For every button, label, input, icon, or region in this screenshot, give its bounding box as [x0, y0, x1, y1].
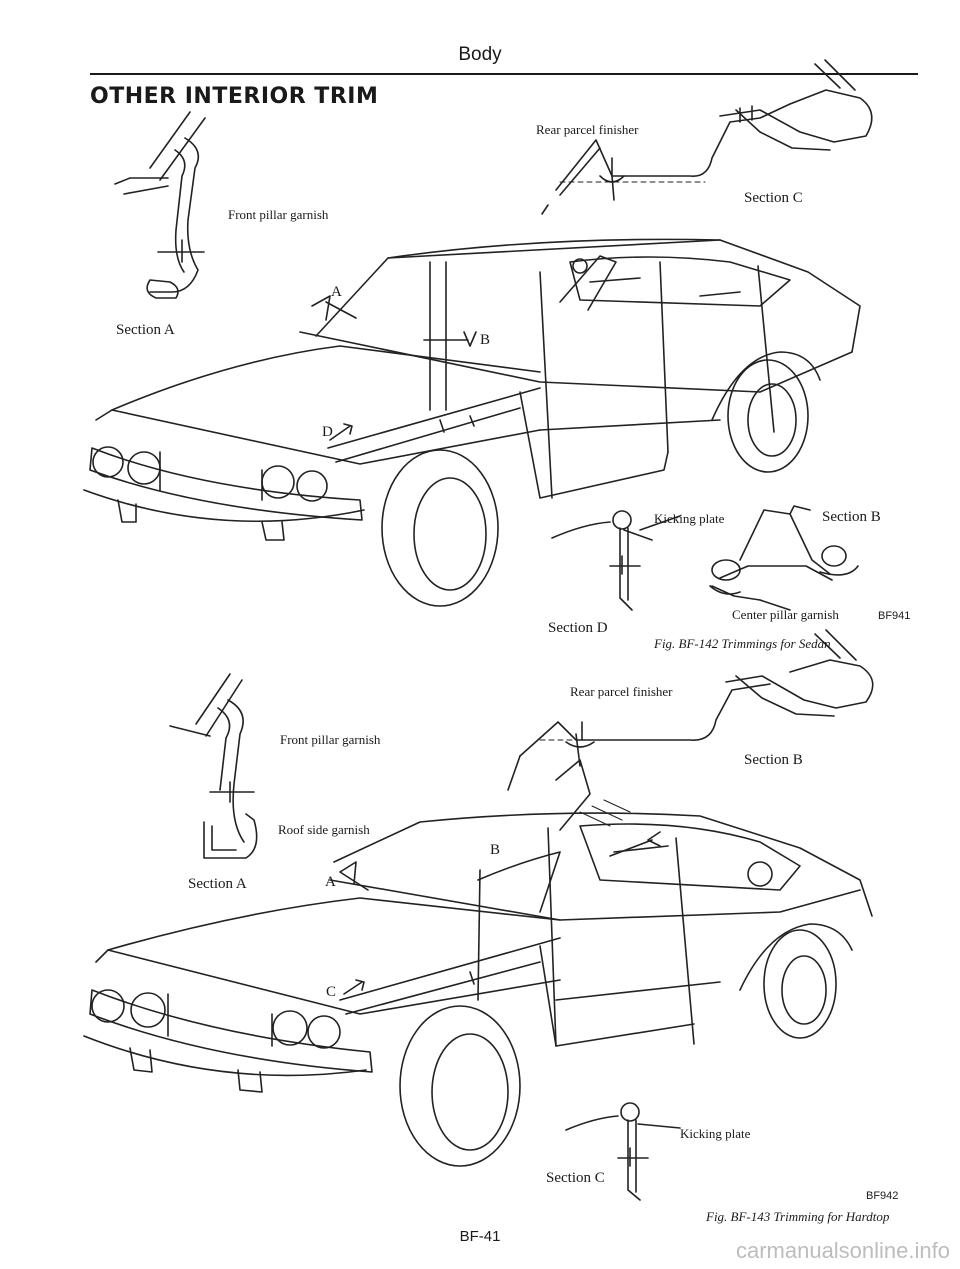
fig142-sedan-car [83, 238, 861, 607]
fig143-label-rear-parcel-finisher: Rear parcel finisher [570, 684, 673, 699]
fig143-label-front-pillar-garnish: Front pillar garnish [280, 732, 381, 747]
fig142-label-section-b: Section B [822, 509, 881, 525]
fig143-caption: Fig. BF-143 Trimming for Hardtop [706, 1209, 890, 1224]
fig143-label-section-a: Section A [188, 876, 247, 892]
fig142-label-section-a: Section A [116, 322, 175, 338]
fig143-label-roof-side-garnish: Roof side garnish [278, 822, 370, 837]
fig143-section-c-detail [565, 1102, 681, 1201]
fig142-label-section-c: Section C [744, 190, 803, 206]
fig142-marker-d: D [322, 424, 333, 440]
fig142-label-rear-parcel-finisher: Rear parcel finisher [536, 122, 639, 137]
header-rule [90, 73, 918, 75]
fig143-marker-b: B [490, 842, 501, 858]
fig142-marker-b: B [480, 332, 491, 348]
fig142-label-front-pillar-garnish: Front pillar garnish [228, 207, 329, 222]
fig143-hardtop-car [83, 759, 873, 1167]
fig143-section-b-detail [507, 629, 874, 791]
fig143-label-section-b: Section B [744, 752, 803, 768]
page-header-title: Body [458, 44, 502, 65]
fig142-label-center-pillar-garnish: Center pillar garnish [732, 607, 839, 622]
fig142-section-d-detail [551, 510, 681, 611]
fig142-caption: Fig. BF-142 Trimmings for Sedan [654, 636, 831, 651]
fig142-section-b-detail [709, 505, 859, 611]
fig143-marker-c: C [326, 984, 337, 1000]
fig143-label-kicking-plate: Kicking plate [680, 1126, 751, 1141]
fig143-marker-a: A [325, 874, 336, 890]
fig143-code: BF942 [866, 1190, 899, 1202]
fig142-section-c-detail [541, 59, 873, 215]
fig143-label-section-c: Section C [546, 1170, 605, 1186]
fig142-code: BF941 [878, 610, 911, 622]
section-title: OTHER INTERIOR TRIM [90, 84, 379, 109]
page-number: BF-41 [459, 1228, 501, 1245]
fig142-label-kicking-plate: Kicking plate [654, 511, 725, 526]
fig142-marker-a: A [331, 284, 342, 300]
fig142-label-section-d: Section D [548, 620, 608, 636]
watermark: carmanualsonline.info [735, 1238, 950, 1263]
fig142-section-a-detail [114, 111, 206, 299]
fig143-section-a-detail [169, 673, 258, 859]
